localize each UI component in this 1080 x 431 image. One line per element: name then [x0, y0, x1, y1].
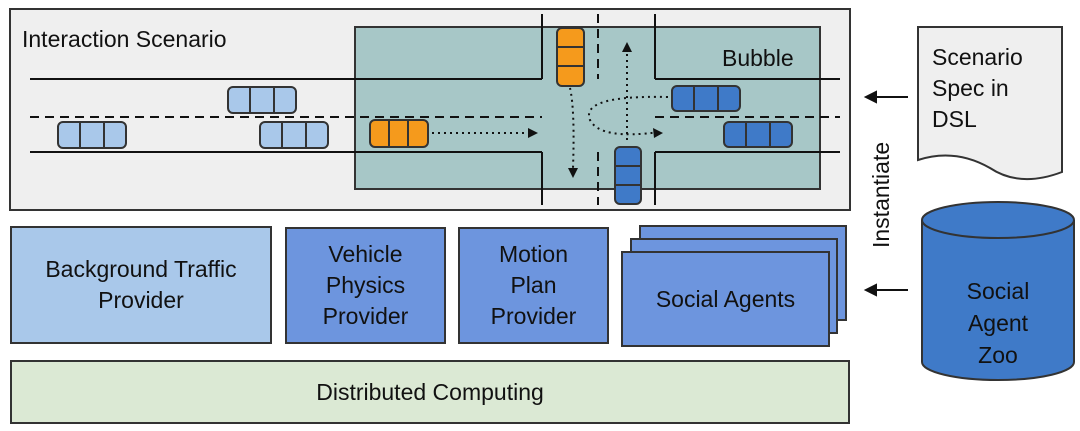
motion-plan-line-1: Motion — [498, 241, 569, 267]
vehicle-physics-provider-box: Vehicle Physics Provider — [285, 227, 446, 344]
distributed-computing-box: Distributed Computing — [10, 360, 850, 424]
distributed-computing-label: Distributed Computing — [316, 378, 544, 405]
car-light-2 — [57, 121, 127, 149]
car-light-1 — [227, 86, 297, 114]
zoo-line-3: Zoo — [978, 342, 1018, 368]
car-dark-2 — [723, 121, 793, 148]
road-lines — [30, 14, 840, 205]
scenario-spec-line-3: DSL — [932, 106, 977, 132]
bubble-region — [354, 26, 821, 190]
scenario-spec-line-2: Spec in — [932, 75, 1009, 101]
vehicle-physics-line-1: Vehicle — [328, 241, 403, 267]
interaction-scenario-title: Interaction Scenario — [22, 26, 227, 52]
scenario-spec-shape — [917, 26, 1063, 181]
car-light-3 — [259, 121, 329, 149]
scenario-spec-line-1: Scenario — [932, 44, 1023, 70]
background-traffic-line-2: Provider — [98, 287, 184, 313]
vehicle-physics-line-2: Physics — [325, 272, 406, 298]
background-traffic-line-1: Background Traffic — [45, 256, 237, 282]
zoo-line-2: Agent — [967, 310, 1029, 336]
instantiate-arrows — [863, 90, 908, 297]
motion-plan-line-3: Provider — [490, 303, 577, 329]
zoo-line-1: Social — [966, 278, 1030, 304]
social-agents-label: Social Agents — [655, 285, 796, 312]
car-dark-vertical — [614, 146, 642, 205]
trajectory-arrowheads — [528, 42, 663, 178]
instantiate-label: Instantiate — [868, 141, 894, 248]
background-traffic-provider-box: Background Traffic Provider — [10, 226, 272, 344]
social-agent-zoo-label: Social Agent Zoo — [922, 275, 1074, 371]
vehicle-physics-line-3: Provider — [322, 303, 409, 329]
car-dark-1 — [671, 85, 741, 112]
social-agent-zoo-cylinder — [921, 201, 1075, 381]
car-orange-horizontal — [369, 119, 429, 148]
motion-plan-provider-box: Motion Plan Provider — [458, 227, 609, 344]
social-agents-stack — [621, 225, 847, 347]
scenario-spec-label: Scenario Spec in DSL — [932, 42, 1023, 135]
motion-plan-line-2: Plan — [510, 272, 557, 298]
car-orange-vertical — [556, 27, 585, 87]
trajectory-arrows — [432, 52, 669, 169]
bubble-label: Bubble — [722, 45, 794, 71]
